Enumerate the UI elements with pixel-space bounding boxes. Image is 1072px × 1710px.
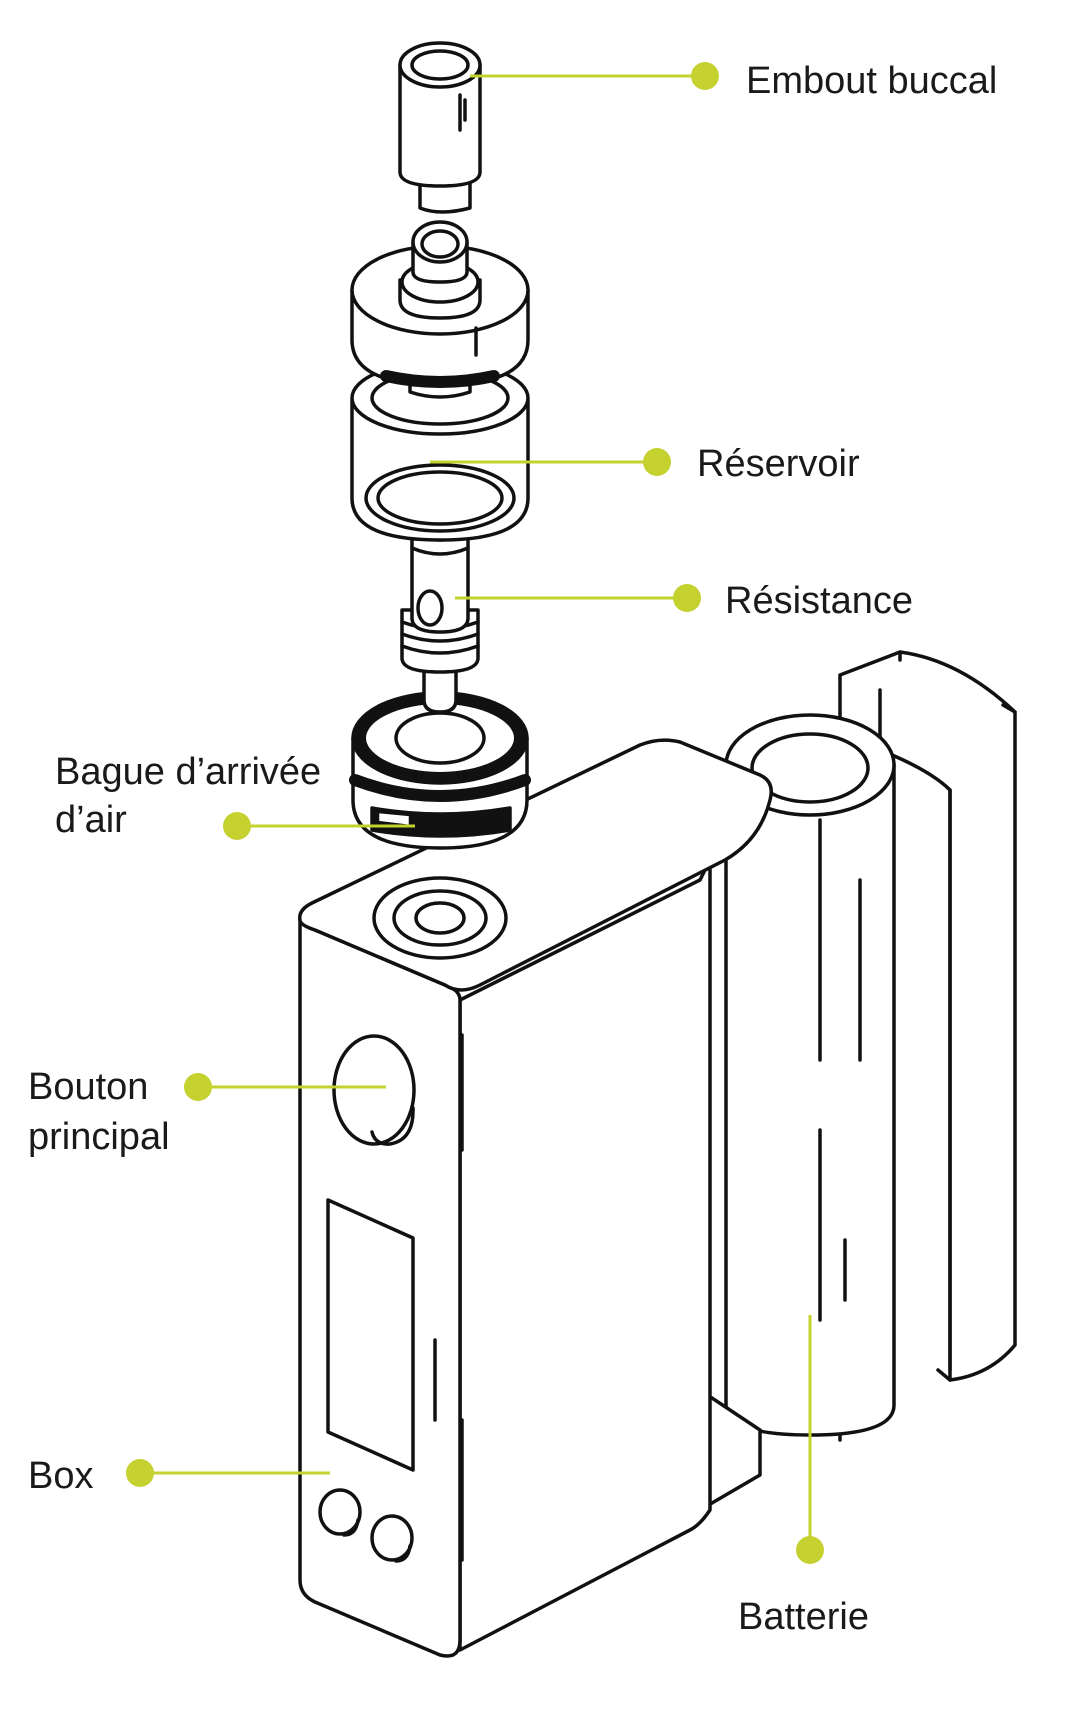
device-illustration	[298, 41, 1017, 1658]
box-illustration	[298, 738, 773, 1658]
top-cap-illustration	[350, 220, 530, 388]
label-coil: Résistance	[725, 580, 913, 622]
battery-illustration	[724, 713, 896, 1437]
box-dot	[126, 1459, 154, 1487]
tank-illustration	[350, 360, 530, 542]
label-box: Box	[28, 1455, 93, 1497]
mouthpiece-dot	[691, 62, 719, 90]
tank-dot	[643, 448, 671, 476]
label-mouthpiece: Embout buccal	[746, 60, 997, 102]
label-fire-button-line1: Bouton	[28, 1066, 148, 1108]
battery-dot	[796, 1536, 824, 1564]
callouts	[126, 62, 824, 1564]
label-fire-button-line2: principal	[28, 1116, 170, 1158]
mouthpiece-illustration	[398, 41, 482, 214]
label-airflow-ring-line1: Bague d’arrivée	[55, 751, 321, 793]
label-tank: Réservoir	[697, 443, 860, 485]
airflow-ring-dot	[223, 812, 251, 840]
airflow-ring-illustration	[349, 691, 531, 850]
fire-button-dot	[184, 1073, 212, 1101]
label-airflow-ring-line2: d’air	[55, 799, 127, 841]
labels: Embout buccal Réservoir Résistance Bague…	[28, 60, 997, 1638]
label-battery: Batterie	[738, 1596, 869, 1638]
coil-dot	[673, 584, 701, 612]
